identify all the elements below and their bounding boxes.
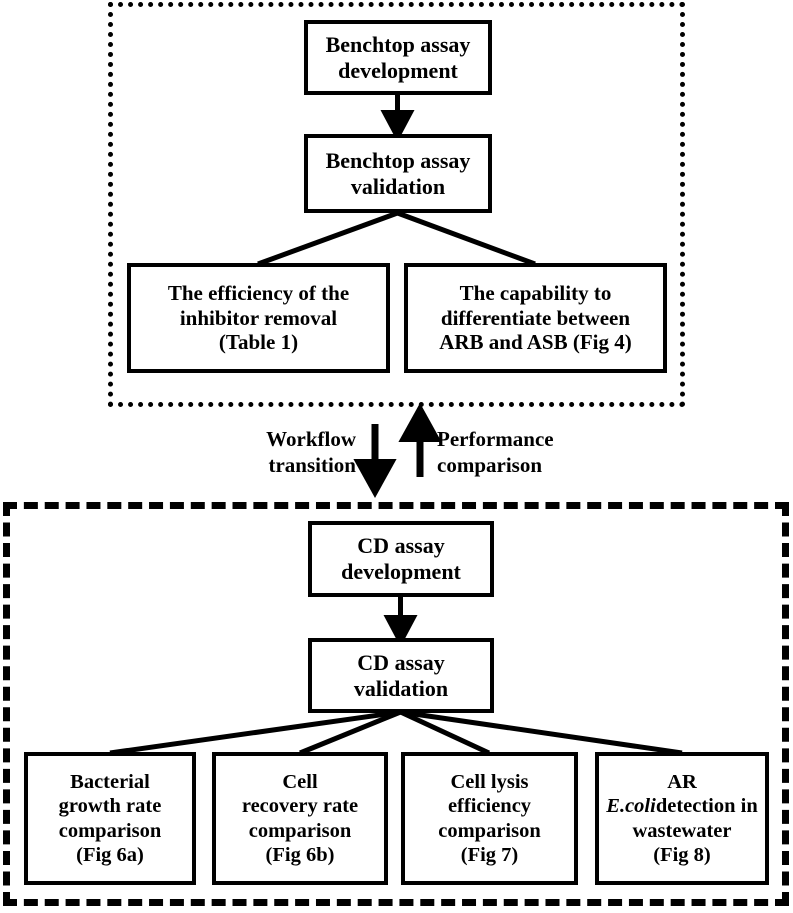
ecoli-italic: E.coli xyxy=(606,795,656,818)
cd-group-container xyxy=(3,502,789,906)
benchtop-group-container xyxy=(108,2,685,407)
node-bacterial-growth-rate-label: Bacterial growth rate comparison (Fig 6a… xyxy=(58,771,162,866)
node-inhibitor-removal-label: The efficiency of the inhibitor removal … xyxy=(167,280,350,355)
performance-comparison-label: Performance comparison xyxy=(437,427,554,477)
node-cd-development[interactable]: CD assay development xyxy=(308,521,494,597)
node-cell-recovery-rate-label: Cell recovery rate comparison (Fig 6b) xyxy=(241,771,359,866)
node-benchtop-validation[interactable]: Benchtop assay validation xyxy=(304,134,492,213)
node-arb-asb-differentiation-label: The capability to differentiate between … xyxy=(439,280,632,355)
ar-suffix: detection in wastewater (Fig 8) xyxy=(632,795,758,866)
node-cell-lysis-efficiency[interactable]: Cell lysis efficiency comparison (Fig 7) xyxy=(401,752,578,885)
node-benchtop-validation-label: Benchtop assay validation xyxy=(325,147,471,199)
node-benchtop-development-label: Benchtop assay development xyxy=(325,31,471,83)
node-cell-recovery-rate[interactable]: Cell recovery rate comparison (Fig 6b) xyxy=(212,752,388,885)
node-inhibitor-removal[interactable]: The efficiency of the inhibitor removal … xyxy=(127,263,390,373)
node-cd-validation[interactable]: CD assay validation xyxy=(308,638,494,713)
node-arb-asb-differentiation[interactable]: The capability to differentiate between … xyxy=(404,263,667,373)
node-ar-ecoli-detection[interactable]: AR E.colidetection in wastewater (Fig 8) xyxy=(595,752,769,885)
node-benchtop-development[interactable]: Benchtop assay development xyxy=(304,20,492,95)
node-bacterial-growth-rate[interactable]: Bacterial growth rate comparison (Fig 6a… xyxy=(24,752,196,885)
workflow-transition-label: Workflow transition xyxy=(266,427,356,477)
node-cd-validation-label: CD assay validation xyxy=(353,649,449,701)
ar-prefix: AR xyxy=(667,771,697,794)
node-cell-lysis-efficiency-label: Cell lysis efficiency comparison (Fig 7) xyxy=(438,771,541,866)
node-cd-development-label: CD assay development xyxy=(341,533,461,584)
node-ar-ecoli-detection-label: AR E.colidetection in wastewater (Fig 8) xyxy=(599,770,765,867)
